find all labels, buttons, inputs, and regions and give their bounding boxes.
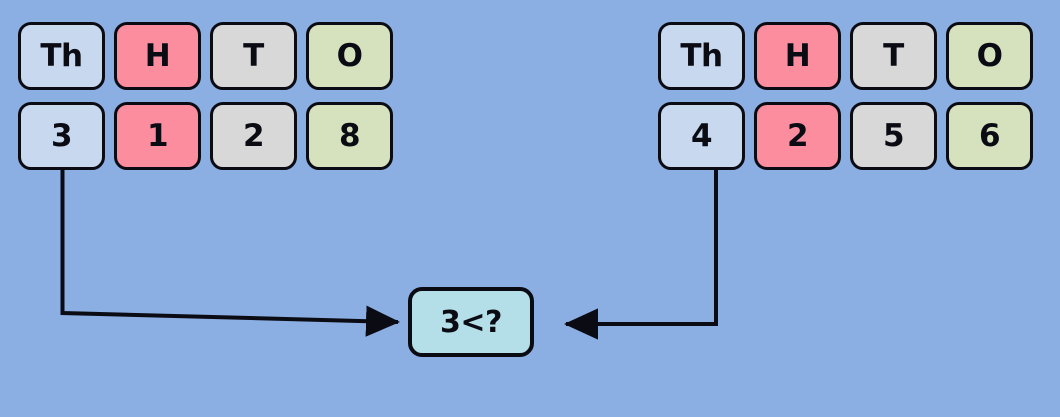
left-digit-thousands[interactable]: 3 xyxy=(18,102,105,170)
left-connector-line xyxy=(60,170,400,337)
right-digit-thousands[interactable]: 4 xyxy=(658,102,745,170)
left-header-ones[interactable]: O xyxy=(306,22,393,90)
right-connector-line xyxy=(564,170,718,340)
right-header-ones[interactable]: O xyxy=(946,22,1033,90)
right-digit-hundreds[interactable]: 2 xyxy=(754,102,841,170)
left-digit-ones[interactable]: 8 xyxy=(306,102,393,170)
right-header-thousands[interactable]: Th xyxy=(658,22,745,90)
left-place-value-chart: Th H T O 3 1 2 8 xyxy=(18,22,393,170)
left-digit-tens[interactable]: 2 xyxy=(210,102,297,170)
right-header-hundreds[interactable]: H xyxy=(754,22,841,90)
left-header-tens[interactable]: T xyxy=(210,22,297,90)
right-place-value-chart: Th H T O 4 2 5 6 xyxy=(658,22,1033,170)
left-header-thousands[interactable]: Th xyxy=(18,22,105,90)
comparison-box[interactable]: 3<? xyxy=(408,287,534,357)
right-digit-tens[interactable]: 5 xyxy=(850,102,937,170)
right-digit-ones[interactable]: 6 xyxy=(946,102,1033,170)
left-digit-hundreds[interactable]: 1 xyxy=(114,102,201,170)
left-header-hundreds[interactable]: H xyxy=(114,22,201,90)
right-header-tens[interactable]: T xyxy=(850,22,937,90)
